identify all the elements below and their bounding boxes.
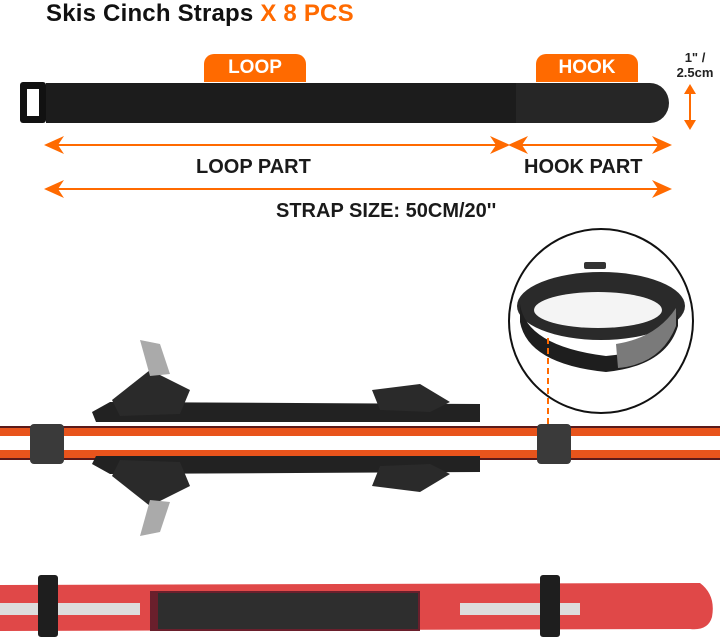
strap-size-label: STRAP SIZE: 50CM/20'' [276, 200, 497, 222]
hook-part-arrow-icon [508, 136, 672, 154]
ski-binding-image [0, 340, 720, 536]
strap-closeup-image [508, 228, 694, 456]
loop-part-label: LOOP PART [196, 156, 311, 178]
loop-tag: LOOP [204, 54, 306, 82]
red-ski-image [0, 575, 713, 637]
page-title: Skis Cinch Straps X 8 PCS [46, 0, 354, 28]
strap-size-arrow-icon [44, 180, 672, 198]
vertical-double-arrow-icon [684, 84, 696, 130]
hook-tag: HOOK [536, 54, 638, 82]
loop-part-arrow-icon [44, 136, 510, 154]
title-accent: X 8 PCS [260, 0, 354, 27]
title-main: Skis Cinch Straps [46, 0, 254, 27]
strap-illustration [20, 82, 669, 123]
width-label: 1" / 2.5cm [676, 50, 714, 80]
hook-part-label: HOOK PART [524, 156, 643, 178]
